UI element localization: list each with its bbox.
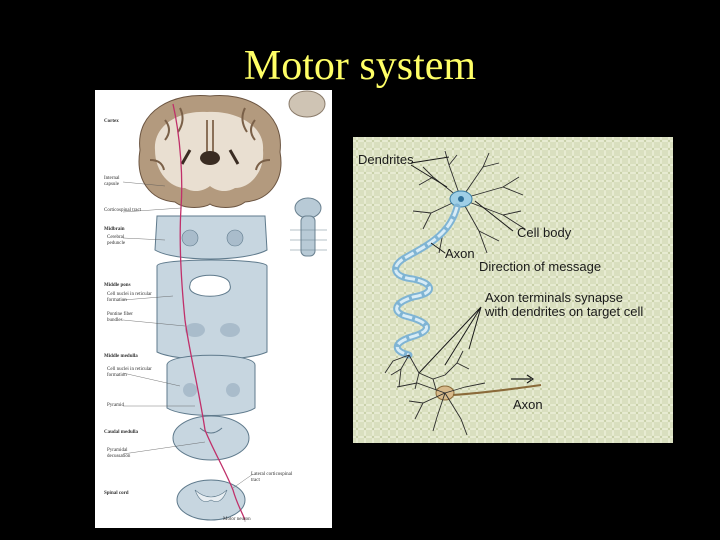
neuron-illustration — [353, 137, 673, 443]
label-axon: Axon — [445, 246, 475, 261]
dendrites-pointer — [410, 156, 450, 188]
arrow-icon — [526, 374, 535, 384]
label-cortex: Cortex — [104, 119, 119, 124]
axon-pointer — [430, 242, 446, 254]
label-pyramidal-decussation: Pyramidal decussation — [107, 448, 131, 459]
tract-illustration — [122, 90, 327, 522]
label-spinal-cord: Spinal cord — [104, 491, 129, 496]
target-dendrites — [396, 382, 486, 436]
neuron-diagram: Dendrites Cell body Axon Direction of me… — [353, 137, 673, 443]
middle-medulla-section — [166, 354, 256, 416]
label-lateral-corticospinal-tract: Lateral corticospinal tract — [251, 472, 293, 483]
label-direction-of-message: Direction of message — [479, 259, 602, 274]
label-caudal-medulla: Caudal medulla — [104, 430, 139, 435]
label-corticospinal-tract: Corticospinal tract — [104, 208, 142, 213]
label-medulla-reticular: Cell nuclei in reticular formation — [107, 367, 152, 378]
label-motor-neuron: Motor neuron — [223, 517, 251, 522]
label-middle-pons: Middle pons — [104, 283, 131, 288]
label-internal-capsule: Internal capsule — [104, 176, 120, 187]
corticospinal-tract-figure: Cortex Internal capsule Corticospinal tr… — [95, 90, 332, 528]
caudal-medulla-section — [172, 415, 250, 461]
label-cell-body: Cell body — [517, 225, 572, 240]
nucleus — [458, 196, 464, 202]
label-middle-medulla: Middle medulla — [104, 354, 138, 359]
label-pyramid: Pyramid — [107, 403, 124, 408]
textured-background — [353, 137, 673, 443]
label-pontine-fiber-bundles: Pontine fiber bundles — [107, 312, 133, 323]
label-pons-reticular: Cell nuclei in reticular formation — [107, 292, 152, 303]
brain-icon — [288, 90, 326, 118]
spinal-cord-section — [176, 479, 246, 521]
terminals-pointer — [418, 306, 482, 374]
label-dendrites: Dendrites — [358, 152, 414, 167]
label-terminals-line2: with dendrites on target cell — [485, 304, 644, 319]
midbrain-section — [154, 215, 268, 260]
cell-body-pointer — [474, 200, 514, 232]
label-midbrain: Midbrain — [104, 227, 125, 232]
brain-coronal-section — [138, 94, 282, 208]
label-terminals-line1: Axon terminals synapse — [485, 290, 624, 305]
target-axon — [452, 384, 542, 396]
brainstem-icon — [290, 197, 327, 257]
label-cerebral-peduncle: Cerebral peduncle — [107, 235, 126, 246]
corticospinal-tract-line — [172, 103, 246, 521]
pons-section — [156, 259, 268, 360]
slide-title: Motor system — [243, 43, 477, 89]
label-axon-bottom: Axon — [513, 397, 543, 412]
